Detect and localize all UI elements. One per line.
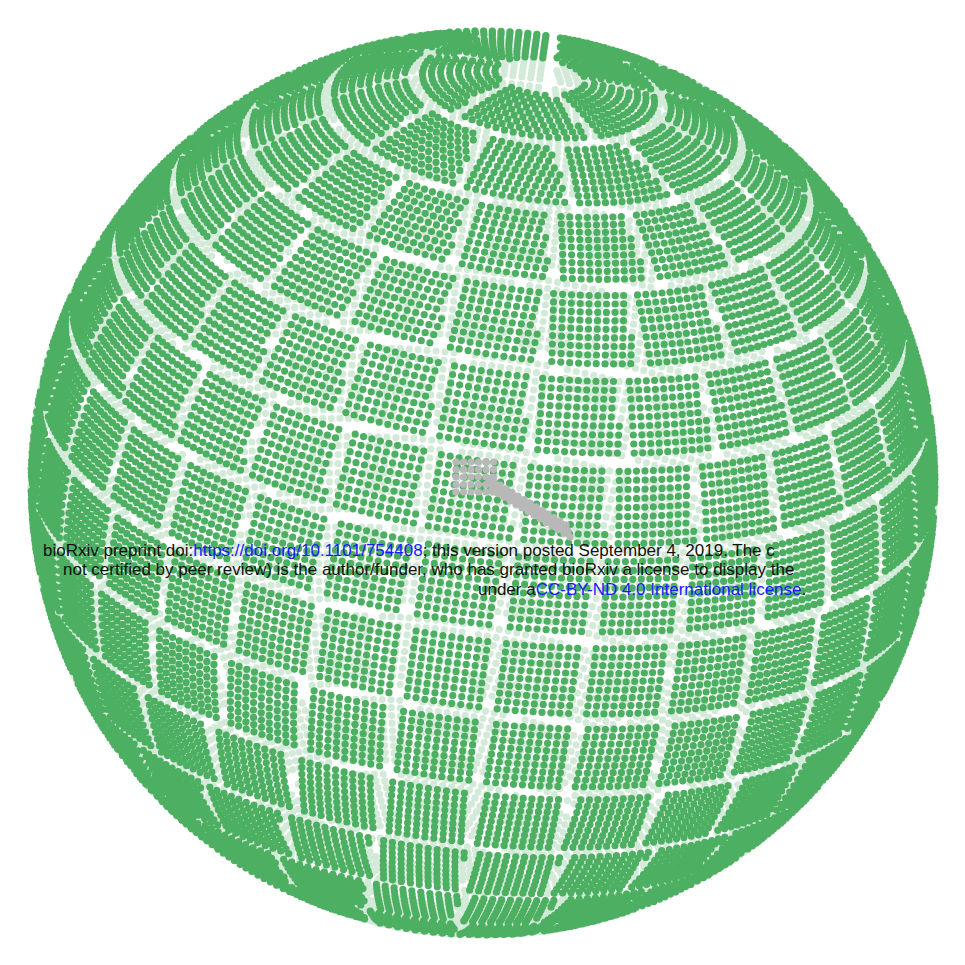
- watermark-text: under a: [478, 580, 536, 599]
- watermark-link: CC-BY-ND 4.0 International license: [536, 580, 802, 599]
- watermark-text: not certified by peer review) is the aut…: [63, 560, 794, 579]
- front-hemisphere-dots: [28, 27, 939, 938]
- watermark-link: https://doi.org/10.1101/754408: [193, 541, 422, 560]
- watermark-line: not certified by peer review) is the aut…: [63, 560, 794, 579]
- watermark-line: bioRxiv preprint doi:https://doi.org/10.…: [43, 541, 775, 560]
- watermark-text: ; this version posted September 4, 2019.…: [423, 541, 775, 560]
- watermark-text: bioRxiv preprint doi:: [43, 541, 193, 560]
- watermark-line: under aCC-BY-ND 4.0 International licens…: [478, 580, 806, 599]
- watermark-text: .: [802, 580, 807, 599]
- back-hemisphere-dots: [27, 27, 938, 938]
- grey-patch: [452, 458, 573, 540]
